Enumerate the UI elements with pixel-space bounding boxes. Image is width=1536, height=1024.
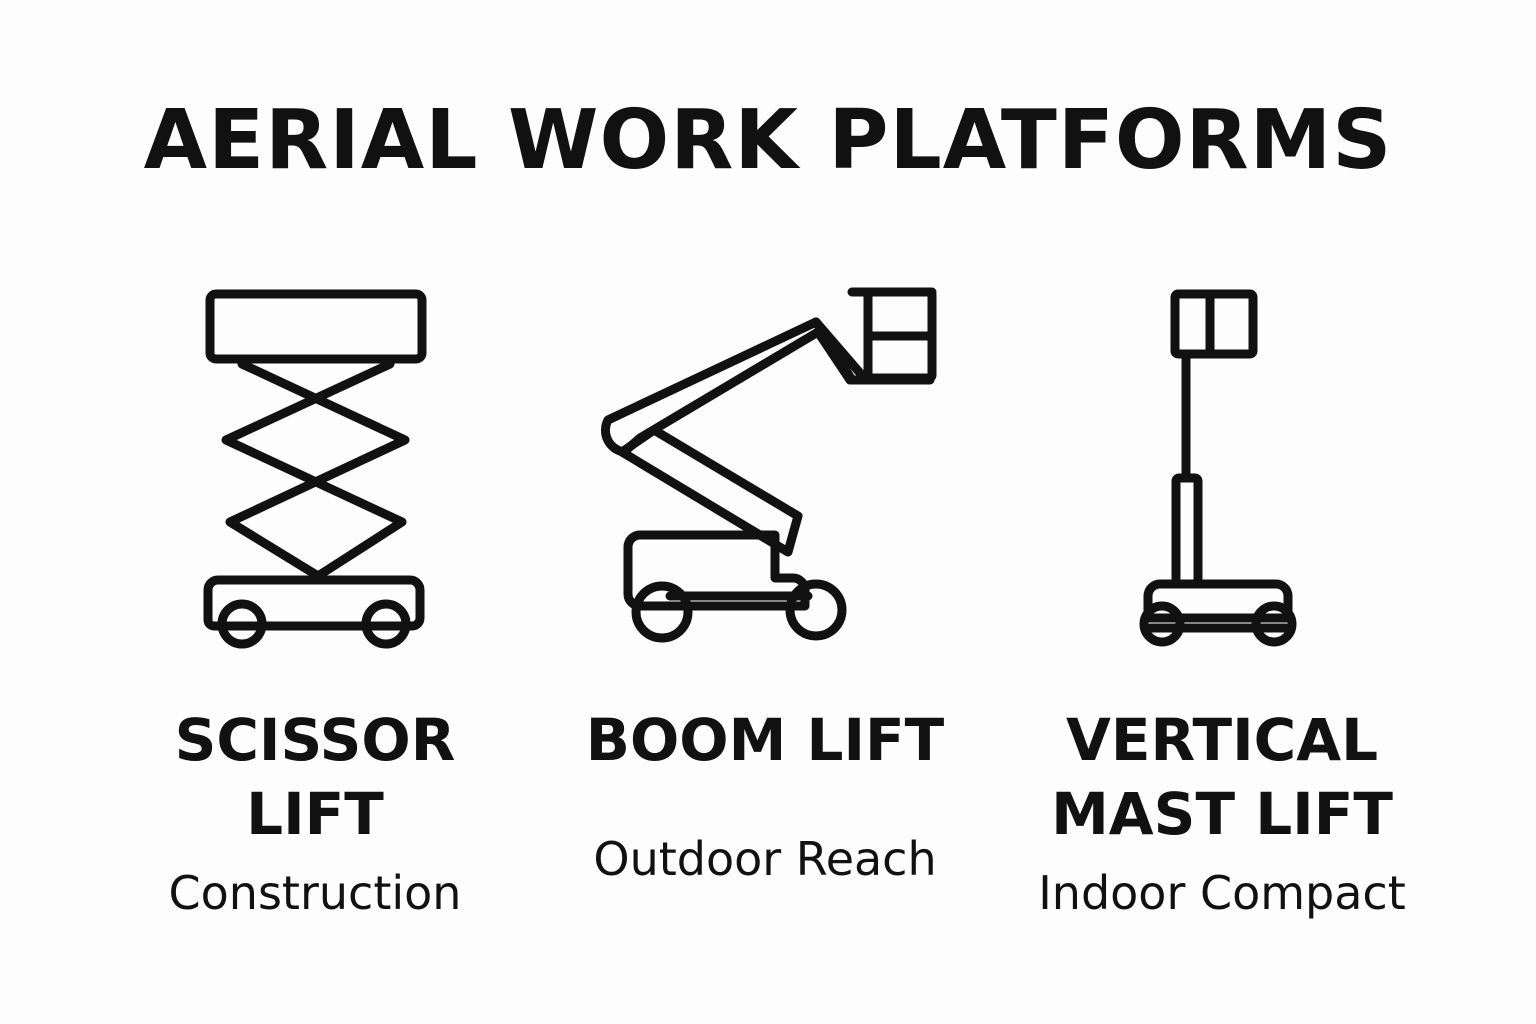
- mast-wheel-left: [1139, 601, 1185, 647]
- page-title: AERIAL WORK PLATFORMS: [143, 93, 1393, 188]
- scissor-lift-use: Construction: [168, 866, 462, 920]
- vertical-mast-lift-label-line1: VERTICAL: [1065, 706, 1379, 774]
- boom-wheel-right: [785, 579, 847, 641]
- mast-base: [1143, 579, 1293, 623]
- boom-lift-icon: [600, 287, 937, 643]
- scissor-lift-icon: [203, 289, 427, 649]
- vertical-mast-lift-label-line2: MAST LIFT: [1051, 780, 1393, 848]
- scissor-platform: [205, 289, 427, 364]
- scissor-base: [203, 575, 425, 631]
- mast-lower: [1171, 473, 1203, 589]
- scissor-arms-right: [221, 359, 407, 581]
- boom-lift-use: Outdoor Reach: [593, 832, 937, 886]
- mast-wheel-right: [1251, 601, 1297, 647]
- boom-lift-label: BOOM LIFT: [565, 703, 965, 777]
- scissor-lift-label-line2: LIFT: [246, 780, 384, 848]
- scissor-wheel-right: [361, 599, 411, 649]
- vertical-mast-lift-use: Indoor Compact: [1038, 866, 1406, 920]
- vertical-mast-lift-label: VERTICAL MAST LIFT: [1022, 703, 1422, 851]
- boom-jib: [811, 317, 935, 385]
- vertical-mast-lift-icon: [1139, 289, 1297, 647]
- scissor-lift-label-line1: SCISSOR: [174, 706, 456, 774]
- scissor-wheel-left: [217, 599, 267, 649]
- boom-wheel-left: [631, 581, 693, 643]
- scissor-lift-label: SCISSOR LIFT: [115, 703, 515, 851]
- boom-lift-label-line1: BOOM LIFT: [585, 706, 945, 774]
